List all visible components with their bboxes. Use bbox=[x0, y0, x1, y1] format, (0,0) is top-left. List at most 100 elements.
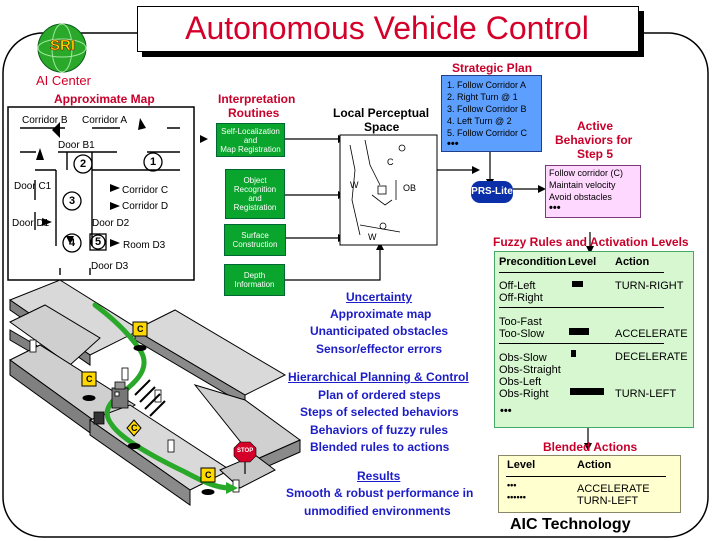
active-behavior-3: Avoid obstacles bbox=[549, 192, 612, 202]
uncertainty-item-1: Approximate map bbox=[330, 307, 432, 321]
depth-information-line2: Information bbox=[234, 280, 275, 289]
active-heading-1: Active bbox=[577, 119, 614, 133]
lps-mark-c: C bbox=[387, 157, 394, 167]
map-frame bbox=[7, 106, 195, 281]
map-walls bbox=[20, 127, 180, 275]
map-label-corridor-c: Corridor C bbox=[122, 185, 169, 196]
robot-path bbox=[92, 302, 233, 491]
prs-lite-node: PRS-Lite bbox=[471, 181, 513, 203]
map-node-circles bbox=[62, 152, 163, 253]
strategic-plan-box bbox=[441, 75, 542, 152]
blended-actions-box bbox=[498, 455, 681, 513]
planning-item-2: Steps of selected behaviors bbox=[300, 405, 459, 419]
scene-stripes bbox=[134, 379, 166, 417]
map-label-door-b1: Door B1 bbox=[58, 140, 95, 151]
fuzzy-cond-obs-slow: Obs-Slow bbox=[499, 352, 547, 364]
fuzzy-col-precondition: Precondition bbox=[499, 256, 567, 268]
logo-caption: AI Center bbox=[36, 73, 91, 88]
lps-box bbox=[339, 134, 438, 246]
self-localization-line2: and bbox=[243, 135, 258, 145]
map-node-3: 3 bbox=[69, 195, 76, 207]
sri-logo-icon bbox=[37, 23, 87, 73]
blended-action-1: ACCELERATE bbox=[577, 483, 650, 495]
active-behavior-1: Follow corridor (C) bbox=[549, 168, 624, 178]
robot-icon bbox=[111, 381, 129, 409]
lps-heading-1: Local Perceptual bbox=[333, 106, 430, 120]
active-behavior-2: Maintain velocity bbox=[549, 180, 616, 190]
active-heading-3: Step 5 bbox=[577, 147, 614, 161]
interp-heading-2: Routines bbox=[228, 106, 280, 120]
fuzzy-action-decelerate: DECELERATE bbox=[615, 351, 688, 363]
map-label-door-c1: Door C1 bbox=[14, 181, 52, 192]
fuzzy-cond-off-right: Off-Right bbox=[499, 292, 543, 304]
results-heading: Results bbox=[357, 469, 401, 483]
fuzzy-action-accelerate: ACCELERATE bbox=[615, 328, 688, 340]
fuzzy-cond-obs-left: Obs-Left bbox=[499, 376, 542, 388]
fuzzy-cond-too-slow: Too-Slow bbox=[499, 328, 545, 340]
planning-item-3: Behaviors of fuzzy rules bbox=[310, 423, 449, 437]
planning-heading: Hierarchical Planning & Control bbox=[288, 370, 469, 384]
strategic-step-4: 4. Left Turn @ 2 bbox=[447, 116, 512, 126]
strategic-more: ••• bbox=[447, 138, 459, 150]
interp-heading-1: Interpretation bbox=[218, 92, 296, 106]
fuzzy-rule-divider-2 bbox=[499, 343, 664, 344]
scene-buildings bbox=[8, 279, 301, 506]
self-localization-box: Self-Localization and Map Registration bbox=[216, 123, 285, 157]
blended-action-2: TURN-LEFT bbox=[577, 495, 639, 507]
title-box bbox=[137, 6, 639, 52]
fuzzy-rules-box bbox=[494, 251, 694, 428]
fuzzy-action-turn-left: TURN-LEFT bbox=[615, 388, 677, 400]
surface-construction-line1: Surface bbox=[241, 231, 269, 240]
fuzzy-cond-too-fast: Too-Fast bbox=[499, 316, 542, 328]
map-label-corridor-a: Corridor A bbox=[82, 115, 128, 126]
active-heading-2: Behaviors for bbox=[555, 133, 633, 147]
surface-construction-line2: Construction bbox=[232, 240, 278, 249]
strategic-step-2: 2. Right Turn @ 1 bbox=[447, 92, 518, 102]
lps-mark-w1: W bbox=[350, 180, 359, 190]
trash-can-icon bbox=[93, 411, 105, 425]
results-item-2: unmodified environments bbox=[304, 504, 451, 518]
fuzzy-rule-divider-top bbox=[499, 272, 664, 273]
map-label-door-d3: Door D3 bbox=[91, 261, 129, 272]
lps-mark-w2: W bbox=[368, 232, 377, 242]
page-title: Autonomous Vehicle Control bbox=[185, 10, 589, 46]
map-label-door-d1: Door D1 bbox=[12, 218, 50, 229]
fuzzy-action-turn-right: TURN-RIGHT bbox=[615, 280, 684, 292]
fuzzy-level-bar-turn-right bbox=[572, 281, 583, 287]
strategic-step-5: 5. Follow Corridor C bbox=[447, 128, 528, 138]
planning-item-4: Blended rules to actions bbox=[310, 440, 450, 454]
strategic-step-1: 1. Follow Corridor A bbox=[447, 80, 527, 90]
fuzzy-cond-obs-right: Obs-Right bbox=[499, 388, 549, 400]
map-label-door-d2: Door D2 bbox=[92, 218, 130, 229]
fuzzy-rule-divider-1 bbox=[499, 307, 664, 308]
strategic-heading: Strategic Plan bbox=[452, 61, 533, 75]
object-recognition-line2: Recognition bbox=[233, 185, 277, 194]
scene-marker-c-2: C bbox=[86, 374, 93, 384]
blended-heading: Blended Actions bbox=[543, 440, 638, 454]
map-label-room-d3: Room D3 bbox=[123, 240, 166, 251]
lps-heading-2: Space bbox=[364, 120, 400, 134]
scene-marker-c-1: C bbox=[137, 324, 144, 334]
marker-posts bbox=[81, 321, 216, 495]
depth-information-line1: Depth bbox=[243, 271, 266, 280]
map-node-4: 4 bbox=[69, 237, 76, 249]
uncertainty-heading: Uncertainty bbox=[346, 290, 413, 304]
map-label-corridor-b: Corridor B bbox=[22, 115, 68, 126]
robot-path-arrow bbox=[226, 482, 238, 494]
scene-marker-c-4: C bbox=[205, 470, 212, 480]
fuzzy-level-bar-decelerate bbox=[571, 350, 576, 357]
scene-marker-c-3: C bbox=[131, 423, 138, 433]
blended-divider bbox=[506, 476, 666, 477]
map-node-2: 2 bbox=[80, 158, 87, 170]
object-recognition-line1: Object bbox=[243, 176, 267, 185]
map-heading: Approximate Map bbox=[54, 92, 155, 106]
stop-sign-icon bbox=[233, 441, 257, 474]
blended-level-2: •••••• bbox=[507, 492, 526, 502]
fuzzy-more: ••• bbox=[500, 405, 512, 417]
fuzzy-level-bar-turn-left bbox=[570, 388, 604, 395]
fuzzy-col-level: Level bbox=[568, 256, 597, 268]
lps-sketch bbox=[349, 139, 406, 236]
map-node-1: 1 bbox=[150, 156, 157, 168]
fuzzy-cond-off-left: Off-Left bbox=[499, 280, 536, 292]
